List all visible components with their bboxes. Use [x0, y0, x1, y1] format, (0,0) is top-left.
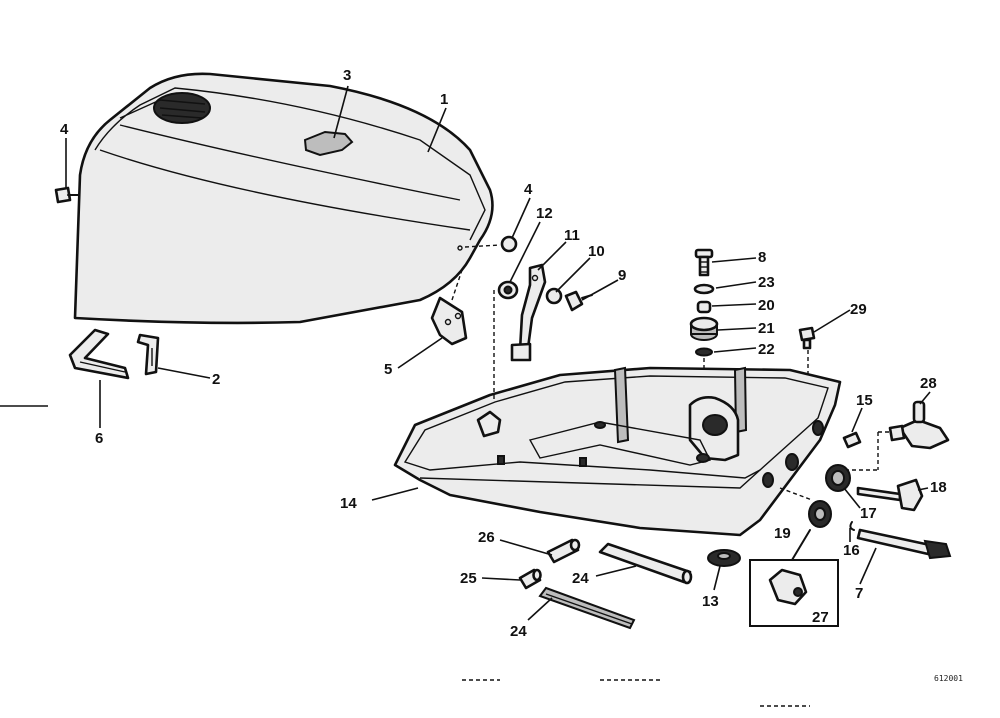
- sleeve-part-25: [518, 568, 542, 590]
- latch-plate-part-5: [430, 269, 468, 346]
- callout-25: 25: [460, 570, 477, 587]
- callout-1: 1: [440, 91, 448, 108]
- spacer-part-20: [696, 300, 712, 314]
- callout-11: 11: [564, 227, 580, 244]
- clip-part-16: [849, 521, 855, 531]
- callout-labels: 1 3 4 4 2 6 5 12 11 10 9 8 23 20 21 22 2…: [60, 67, 947, 640]
- callout-26: 26: [478, 529, 495, 546]
- callout-2: 2: [212, 371, 220, 388]
- sleeve-part-26: [546, 538, 581, 564]
- callout-19: 19: [774, 525, 791, 542]
- callout-21: 21: [758, 320, 775, 337]
- engine-cover-part-1: [73, 72, 494, 325]
- callout-16: 16: [843, 542, 860, 559]
- callout-5: 5: [384, 361, 392, 378]
- drawing-id: 612001: [934, 674, 963, 683]
- callout-29: 29: [850, 301, 867, 318]
- callout-24-upper: 24: [572, 570, 589, 587]
- screw-part-9: [564, 290, 593, 312]
- callout-22: 22: [758, 341, 775, 358]
- callout-27: 27: [812, 609, 829, 626]
- callout-12: 12: [536, 205, 553, 222]
- lever-part-7: [856, 528, 952, 560]
- latch-lever-part-11: [510, 263, 547, 362]
- washer-part-23: [693, 283, 715, 295]
- grommet-part-13: [707, 549, 741, 567]
- callout-9: 9: [618, 267, 626, 284]
- tube-part-24-lower: [538, 586, 636, 630]
- leader-lines: [65, 85, 931, 621]
- decal-part-3: [303, 130, 354, 157]
- callout-4-right: 4: [524, 181, 533, 198]
- lower-pan-part-14: [393, 366, 842, 537]
- callout-3: 3: [343, 67, 351, 84]
- washer-part-10: [545, 287, 563, 305]
- bolt-part-8: [694, 248, 714, 277]
- callout-28: 28: [920, 375, 937, 392]
- callout-8: 8: [758, 249, 766, 266]
- callout-15: 15: [856, 392, 873, 409]
- handle-part-6: [68, 328, 130, 380]
- callout-4-left: 4: [60, 121, 69, 138]
- pin-part-15: [842, 431, 862, 449]
- callout-7: 7: [855, 585, 863, 602]
- screw-part-4-right: [457, 235, 518, 253]
- grommet-part-19: [808, 500, 832, 528]
- callout-10: 10: [588, 243, 605, 260]
- callout-23: 23: [758, 274, 775, 291]
- callout-14: 14: [340, 495, 357, 512]
- callout-24-lower: 24: [510, 623, 527, 640]
- tube-part-24-upper: [598, 542, 693, 585]
- scan-marks: [0, 405, 810, 707]
- callout-13: 13: [702, 593, 719, 610]
- screw-part-4-left: [54, 186, 79, 204]
- callout-18: 18: [930, 479, 947, 496]
- fuel-connector-part-28: [845, 400, 950, 471]
- retainer-part-12: [497, 280, 519, 300]
- callout-6: 6: [95, 430, 103, 447]
- grommet-part-21: [689, 316, 719, 341]
- washer-part-22: [695, 347, 713, 357]
- inset-box-part-27: [749, 529, 839, 627]
- bracket-part-2: [136, 333, 160, 376]
- callout-17: 17: [860, 505, 877, 522]
- choke-knob-part-18: [856, 478, 924, 512]
- grommet-part-17: [825, 464, 851, 492]
- callout-20: 20: [758, 297, 775, 314]
